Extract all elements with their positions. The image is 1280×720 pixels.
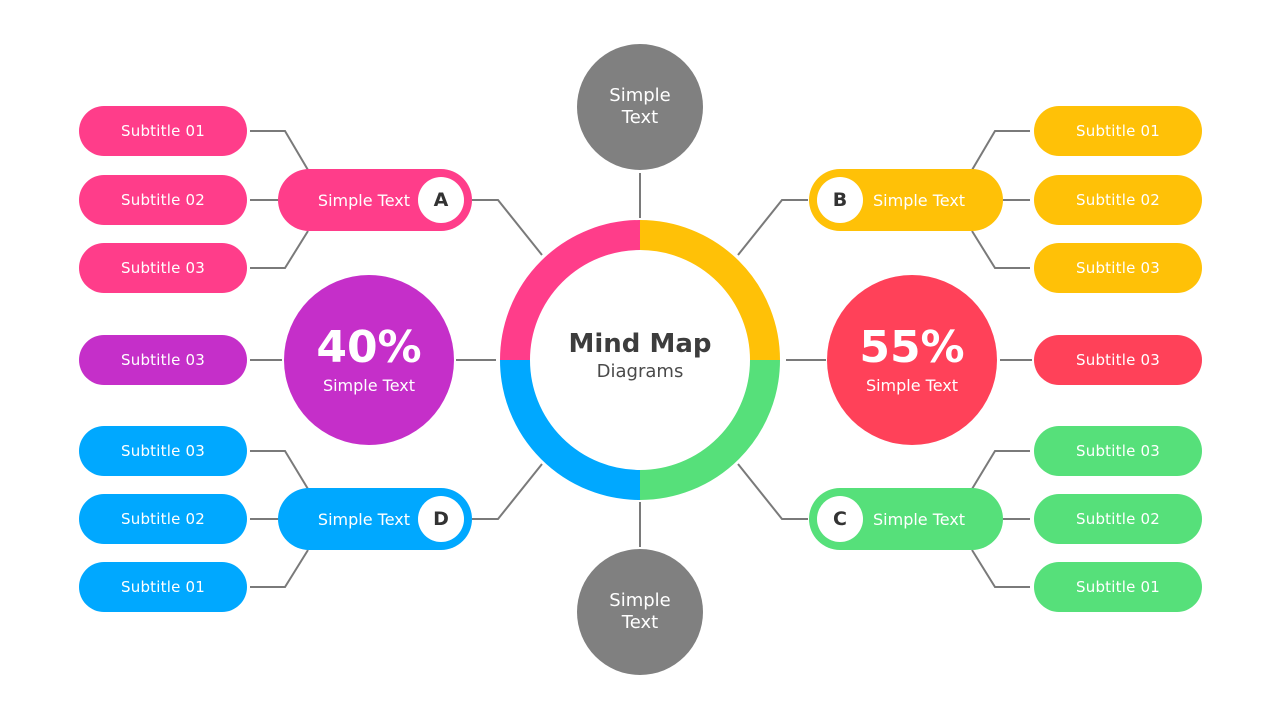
branch-c-letter-badge: C	[817, 496, 863, 542]
stat-right-label: Simple Text	[865, 375, 959, 395]
branch-c-subtitle-2: Subtitle 02	[1034, 494, 1202, 544]
ring-segment-pink	[500, 220, 641, 361]
center-title: Mind Map	[568, 329, 712, 359]
ring-segment-green	[639, 359, 780, 500]
bottom-node-line1: Simple	[609, 590, 671, 611]
branch-b-subtitle-1: Subtitle 01	[1034, 106, 1202, 156]
ring-segment-blue	[500, 359, 641, 500]
branch-c-node: C Simple Text	[809, 488, 1003, 550]
branch-d-node: Simple Text D	[278, 488, 472, 550]
branch-a-node: Simple Text A	[278, 169, 472, 231]
branch-d-subtitle-2: Subtitle 02	[79, 494, 247, 544]
stat-left-value: 40%	[316, 321, 422, 373]
stat-right-value: 55%	[859, 321, 965, 373]
branch-b-subtitle-2: Subtitle 02	[1034, 175, 1202, 225]
bottom-node-line2: Text	[621, 612, 659, 633]
branch-a-subtitle-1: Subtitle 01	[79, 106, 247, 156]
top-node-line2: Text	[621, 107, 659, 128]
stat-right-circle: 55% Simple Text	[827, 275, 997, 445]
ring-segment-yellow	[639, 220, 780, 361]
center-subtitle: Diagrams	[596, 360, 684, 382]
branch-a-letter-badge: A	[418, 177, 464, 223]
branch-c-label: Simple Text	[873, 509, 966, 529]
top-node-line1: Simple	[609, 85, 671, 106]
branch-a-subtitle-2: Subtitle 02	[79, 175, 247, 225]
center-label: Mind Map Diagrams	[540, 330, 740, 382]
branch-d-letter-badge: D	[418, 496, 464, 542]
branch-c-subtitle-1: Subtitle 03	[1034, 426, 1202, 476]
stat-left-circle: 40% Simple Text	[284, 275, 454, 445]
stat-left-subtitle: Subtitle 03	[79, 335, 247, 385]
bottom-node: Simple Text	[577, 549, 703, 675]
branch-b-label: Simple Text	[873, 190, 966, 210]
branch-b-node: B Simple Text	[809, 169, 1003, 231]
center-ring	[500, 220, 780, 500]
stat-right-subtitle: Subtitle 03	[1034, 335, 1202, 385]
branch-d-subtitle-3: Subtitle 01	[79, 562, 247, 612]
branch-d-subtitle-1: Subtitle 03	[79, 426, 247, 476]
branch-b-subtitle-3: Subtitle 03	[1034, 243, 1202, 293]
branch-c-subtitle-3: Subtitle 01	[1034, 562, 1202, 612]
stat-left-label: Simple Text	[322, 375, 416, 395]
branch-a-subtitle-3: Subtitle 03	[79, 243, 247, 293]
branch-b-letter-badge: B	[817, 177, 863, 223]
branch-d-label: Simple Text	[317, 509, 410, 529]
top-node: Simple Text	[577, 44, 703, 170]
branch-a-label: Simple Text	[317, 190, 410, 210]
